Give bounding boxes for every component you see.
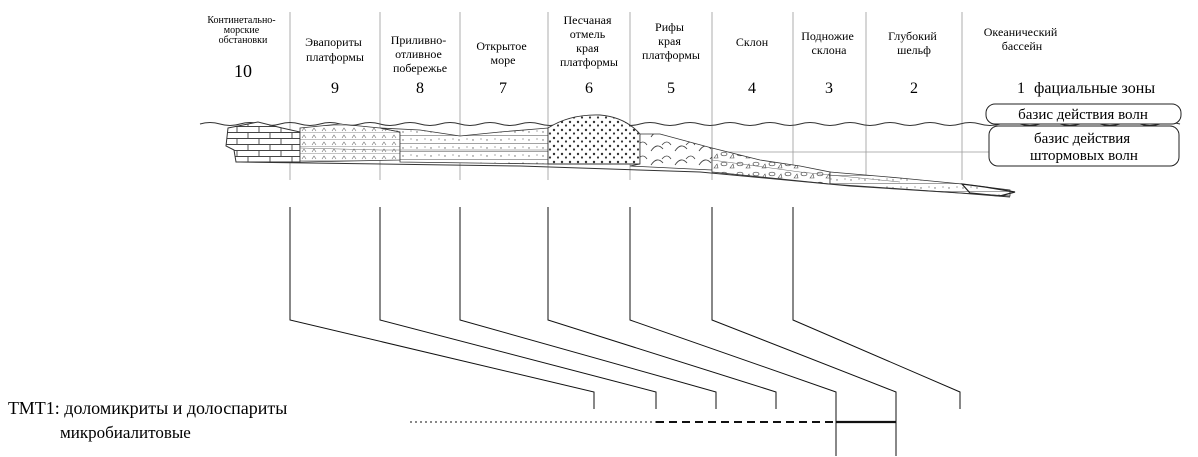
microfacies-desc-2: микробиалитовые bbox=[60, 423, 191, 442]
microfacies-code: ТМТ1 bbox=[8, 398, 55, 418]
zone-name-5: Рифы края платформы bbox=[642, 20, 700, 62]
platform-profile bbox=[226, 115, 1015, 197]
zone-number-1: 1 bbox=[1017, 80, 1025, 97]
zone-name-10: Континетально- морские обстановки bbox=[207, 12, 278, 46]
microfacies-caption: ТМТ1: доломикриты и долоспариты bbox=[8, 398, 287, 418]
evaporite-body bbox=[300, 124, 400, 162]
reef-body bbox=[630, 134, 712, 170]
continental-brick bbox=[226, 122, 300, 162]
zone-number-3: 3 bbox=[825, 80, 833, 97]
zone-number-10: 10 bbox=[234, 61, 252, 81]
zone-name-3: Подножие склона bbox=[801, 29, 857, 57]
zone-number-9: 9 bbox=[331, 80, 339, 97]
zone-number-8: 8 bbox=[416, 80, 424, 97]
facies-zones-label: фациальные зоны bbox=[1034, 80, 1155, 97]
tidal-body bbox=[380, 128, 548, 164]
zone-name-8: Приливно- отливное побережье bbox=[391, 33, 450, 75]
zone-name-1: Океанический бассейн bbox=[984, 25, 1061, 53]
microfacies-desc-1: доломикриты и долоспариты bbox=[64, 398, 287, 418]
zone-number-4: 4 bbox=[748, 80, 756, 97]
wave-base-label: базис действия волн bbox=[1018, 107, 1148, 123]
toe-body bbox=[830, 172, 1010, 196]
zone-number-5: 5 bbox=[667, 80, 675, 97]
zone-name-2: Глубокий шельф bbox=[888, 29, 940, 57]
zone-number-6: 6 bbox=[585, 80, 593, 97]
sand-shoal bbox=[548, 115, 640, 164]
zone-name-4: Склон bbox=[736, 35, 769, 49]
storm-wave-base-label: базис действия штормовых волн bbox=[1030, 131, 1138, 164]
zone-headers: Континетально- морские обстановки 10 Эва… bbox=[207, 12, 1155, 97]
connector-lines bbox=[290, 207, 960, 456]
zone-name-9: Эвапориты платформы bbox=[305, 35, 365, 64]
zone-name-7: Открытое море bbox=[476, 39, 529, 67]
zone-name-6: Песчаная отмель края платформы bbox=[560, 13, 618, 69]
zone-number-7: 7 bbox=[499, 80, 507, 97]
zone-number-2: 2 bbox=[910, 80, 918, 97]
